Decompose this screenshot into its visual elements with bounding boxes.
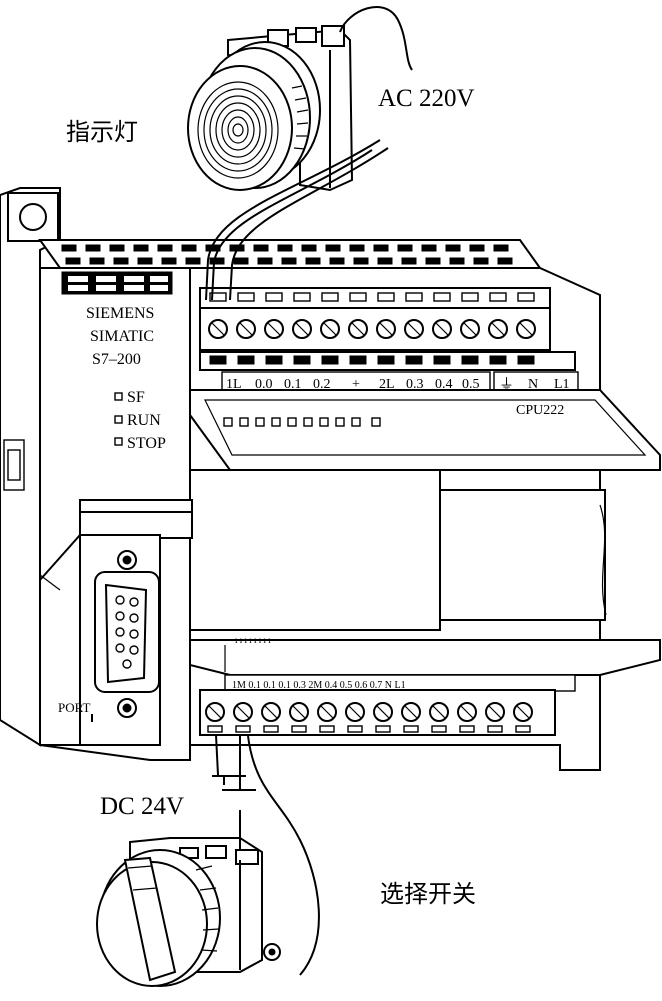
svg-text:1M 0.1 0.1 0.1 0.3 2M 0.: 1M 0.1 0.1 0.1 0.3 2M 0.4 0.5 0.6 0.7 N … [232,680,406,691]
led-run-label: RUN [127,412,161,429]
terminal-labels: 1L 0.0 0.1 0.2 + 2L 0.3 0.4 0.5 ⏚ N L1 [226,376,570,393]
upper-terminal-screws [208,319,536,339]
lower-terminal-screws [205,702,533,722]
led-stop-icon [114,437,123,446]
brand-s7-200: S7–200 [92,351,141,368]
terminal-ground-icon: ⏚ [499,376,514,393]
terminal-0-0: 0.0 [255,377,273,392]
cpu-model-label: CPU222 [516,403,564,418]
indicator-lamp-icon [187,25,354,192]
plc-unit: ı ı ı ı ı ı ı ı 1M 0.1 0.1 0.1 0.3 2M 0.… [0,187,661,771]
selector-switch-label: 选择开关 [380,880,476,908]
terminal-0-4: 0.4 [435,377,453,392]
selector-switch-icon [96,837,281,987]
terminal-plus: + [352,377,360,392]
led-sf-icon [114,392,123,401]
terminal-0-3: 0.3 [406,377,424,392]
terminal-0-2: 0.2 [313,377,331,392]
indicator-lamp-label: 指示灯 [66,118,138,146]
port-label: PORT [58,700,91,715]
mounting-hole-icon [19,203,47,231]
svg-text:ı ı ı ı ı ı ı ı: ı ı ı ı ı ı ı ı [235,635,271,645]
upper-terminal-slots [209,292,535,302]
terminal-n: N [528,377,538,392]
brand-simatic: SIMATIC [90,328,154,345]
terminal-1l: 1L [226,377,242,392]
terminal-l1: L1 [554,377,570,392]
led-run-icon [114,415,123,424]
terminal-0-1: 0.1 [284,377,302,392]
led-stop-label: STOP [127,435,166,452]
top-vent-slots [61,244,513,265]
brand-siemens: SIEMENS [86,305,154,322]
ac-voltage-label: AC 220V [378,85,475,112]
port-connector-icon [94,550,160,718]
led-sf-label: SF [127,389,145,406]
terminal-0-5: 0.5 [462,377,480,392]
dc-voltage-label: DC 24V [100,793,184,820]
status-leds: SF RUN STOP [114,389,166,452]
terminal-2l: 2L [379,377,395,392]
